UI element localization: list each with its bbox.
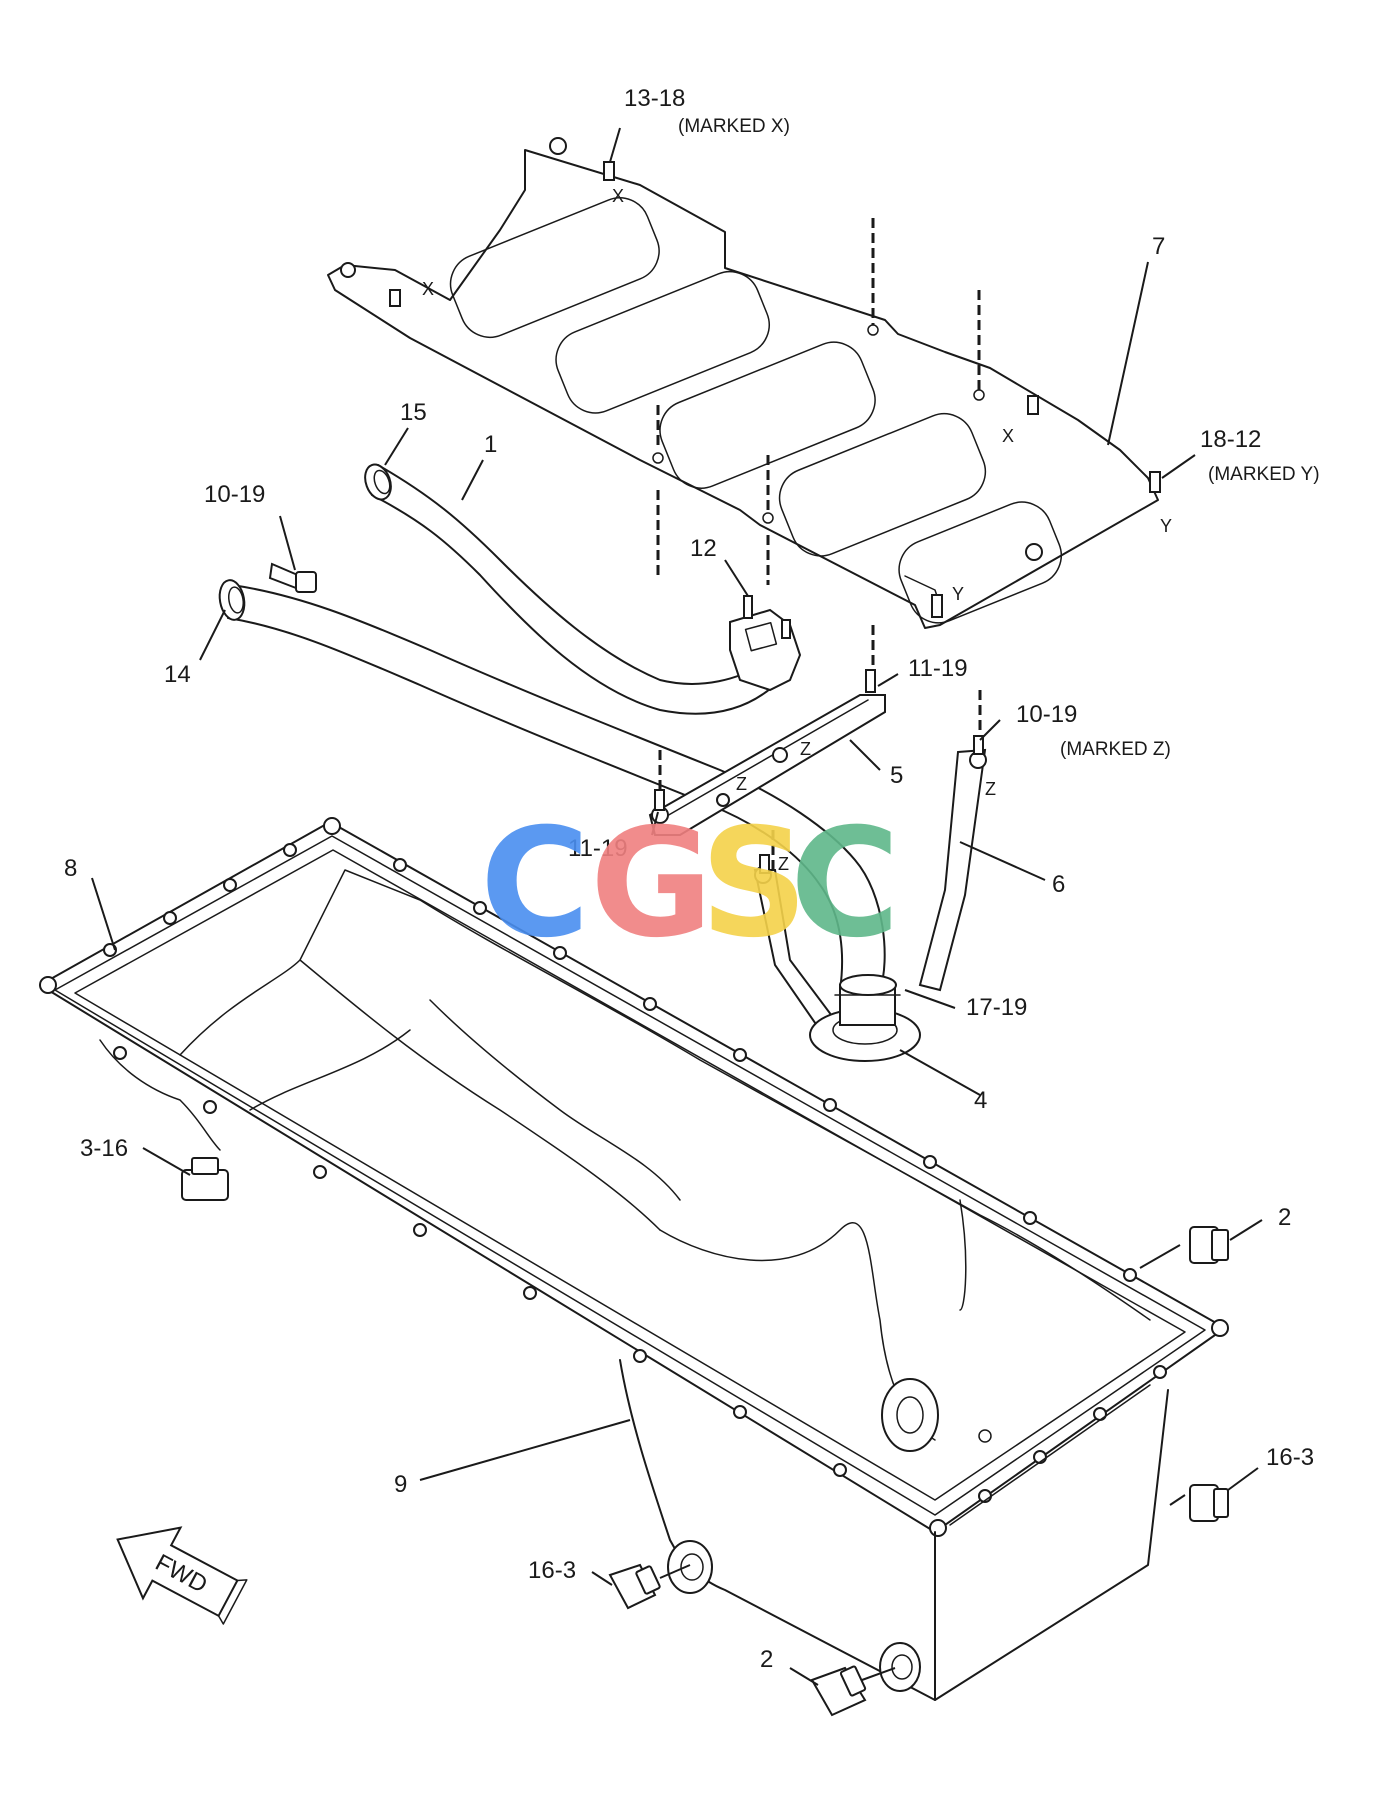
note-marked-z: (MARKED Z) [1060, 739, 1171, 760]
callout-11-19-upper: 11-19 [908, 655, 968, 682]
bracket-6 [753, 735, 987, 1032]
note-marked-y: (MARKED Y) [1208, 464, 1320, 485]
callout-2-upper: 2 [1278, 1204, 1291, 1231]
callout-6: 6 [1052, 871, 1065, 898]
watermark-letter-s: S [700, 797, 808, 971]
callout-16-3-right: 16-3 [1266, 1444, 1314, 1471]
mark-x: X [422, 279, 434, 299]
callout-5: 5 [890, 762, 903, 789]
watermark-letter-c: C [790, 797, 900, 971]
mark-z: Z [800, 739, 811, 759]
plug-3-16 [181, 1157, 229, 1201]
leader-lines [91, 127, 1263, 1686]
callout-10-19-upper: 10-19 [204, 481, 265, 508]
watermark-logo: C G S C [480, 797, 900, 971]
plug-16-3-right [1189, 1484, 1229, 1522]
forward-direction-arrow: FWD [116, 1526, 248, 1625]
plug-16-3-left [608, 1563, 661, 1610]
callout-13-18: 13-18 [624, 85, 685, 112]
mark-z: Z [736, 774, 747, 794]
note-marked-x: (MARKED X) [678, 116, 790, 137]
suction-tube-1 [364, 463, 802, 715]
callout-7: 7 [1152, 233, 1165, 260]
mark-x: X [1002, 426, 1014, 446]
mark-x: X [612, 186, 624, 206]
callout-2-lower: 2 [760, 1646, 773, 1673]
bracket-5 [648, 669, 886, 836]
mark-y: Y [1160, 516, 1172, 536]
flange-bolts [39, 817, 1229, 1537]
watermark-letter-g: G [590, 797, 713, 971]
callout-16-3-left: 16-3 [528, 1557, 576, 1584]
callout-11-19-lower: 11-19 [568, 835, 628, 862]
callout-9: 9 [394, 1471, 407, 1498]
callout-1: 1 [484, 431, 497, 458]
callout-labels: 13-18 (MARKED X) 7 18-12 (MARKED Y) 15 1… [64, 85, 1320, 1673]
callout-8: 8 [64, 855, 77, 882]
oil-pan-9 [39, 817, 1229, 1701]
mark-y: Y [952, 584, 964, 604]
callout-4: 4 [974, 1087, 987, 1114]
position-marks: X X X Y Y Z Z Z Z [422, 186, 1172, 874]
watermark-letter-c: C [480, 797, 590, 971]
callout-18-12: 18-12 [1200, 426, 1261, 453]
plug-2-upper [1189, 1226, 1229, 1264]
callout-15: 15 [400, 399, 427, 426]
callout-17-19: 17-19 [966, 994, 1027, 1021]
suction-tube-14 [218, 562, 886, 991]
mark-z: Z [778, 854, 789, 874]
plug-2-lower [810, 1665, 867, 1717]
callout-10-19-lower: 10-19 [1016, 701, 1077, 728]
callout-3-16: 3-16 [80, 1135, 128, 1162]
baffle-plate [327, 137, 1159, 629]
plate-studs [389, 161, 1161, 618]
callout-14: 14 [164, 661, 191, 688]
callout-12: 12 [690, 535, 717, 562]
oil-strainer-4 [809, 974, 921, 1062]
mark-z: Z [985, 779, 996, 799]
